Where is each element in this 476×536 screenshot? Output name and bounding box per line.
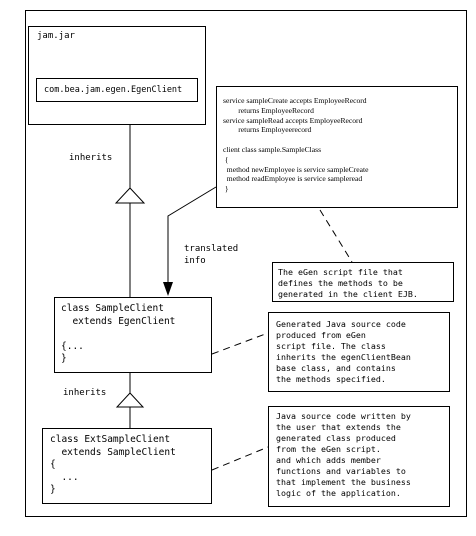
ext-sample-client-class-box: class ExtSampleClient extends SampleClie… — [42, 428, 212, 504]
egen-client-class-name: com.bea.jam.egen.EgenClient — [44, 85, 183, 95]
egen-script-box: service sampleCreate accepts EmployeeRec… — [216, 86, 458, 208]
note-generated-code-text: Generated Java source code produced from… — [276, 319, 411, 384]
note-connector-generated — [211, 332, 269, 355]
sample-client-code: class SampleClient extends EgenClient {.… — [61, 303, 176, 364]
note-user-code-text: Java source code written by the user tha… — [276, 411, 411, 498]
inherits-arrow-bottom — [115, 392, 145, 408]
note-egen-script: The eGen script file that defines the me… — [272, 262, 454, 302]
translated-info-label: translated info — [184, 244, 239, 266]
inherits-label-top: inherits — [69, 153, 113, 163]
ext-sample-client-code: class ExtSampleClient extends SampleClie… — [50, 434, 176, 495]
note-connector-script — [319, 209, 353, 263]
jar-package-box: jam.jar com.bea.jam.egen.EgenClient — [28, 26, 206, 125]
inherits-arrow-top — [114, 187, 146, 204]
note-user-code: Java source code written by the user tha… — [268, 406, 450, 507]
inherits-label-bottom: inherits — [63, 388, 107, 398]
note-egen-script-text: The eGen script file that defines the me… — [278, 267, 418, 299]
translated-info-line — [167, 186, 217, 285]
sample-client-class-box: class SampleClient extends EgenClient {.… — [54, 297, 212, 373]
note-connector-user — [211, 446, 269, 471]
translated-info-arrowhead — [163, 282, 173, 296]
note-generated-code: Generated Java source code produced from… — [268, 312, 450, 392]
egen-script-text: service sampleCreate accepts EmployeeRec… — [223, 96, 369, 194]
jar-title: jam.jar — [37, 31, 75, 41]
egen-client-class-box: com.bea.jam.egen.EgenClient — [36, 78, 198, 102]
